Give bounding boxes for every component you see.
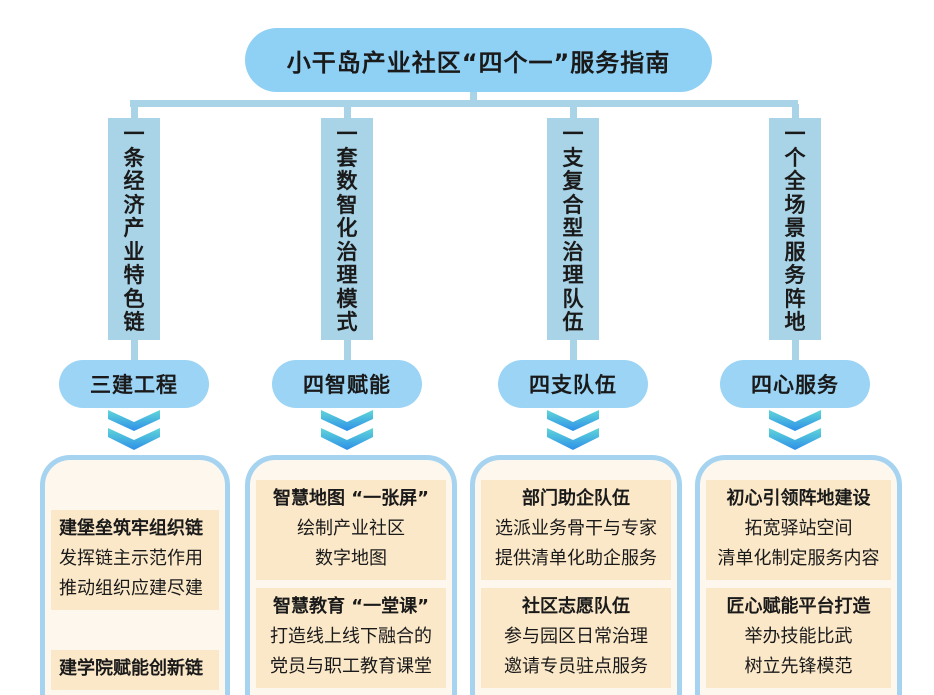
pillar-char: 套 xyxy=(336,145,358,170)
section-heading: 建堡垒筑牢组织链 xyxy=(59,518,203,539)
pillar-char: 智 xyxy=(336,192,358,217)
section-line: 提供清单化助企服务 xyxy=(495,548,657,569)
pillar-char: 景 xyxy=(784,216,806,241)
pillar-char: 一 xyxy=(784,122,806,147)
connector-drop xyxy=(131,104,138,120)
pillar-char: 特 xyxy=(123,263,145,288)
detail-card: 部门助企队伍选派业务骨干与专家提供清单化助企服务社区志愿队伍参与园区日常治理邀请… xyxy=(470,455,682,695)
category-pill: 四支队伍 xyxy=(498,360,648,408)
category-pill: 三建工程 xyxy=(59,360,209,408)
connector-pill xyxy=(570,340,577,362)
section-line: 树立先锋模范 xyxy=(744,656,853,677)
pillar-char: 地 xyxy=(784,310,806,335)
detail-section: 部门助企队伍选派业务骨干与专家提供清单化助企服务 xyxy=(481,480,671,580)
detail-section: 匠心赋能平台打造举办技能比武树立先锋模范 xyxy=(706,588,891,688)
pillar-char: 链 xyxy=(123,310,145,335)
detail-card: 初心引领阵地建设拓宽驿站空间清单化制定服务内容匠心赋能平台打造举办技能比武树立先… xyxy=(695,455,902,695)
pillar-char: 合 xyxy=(562,192,584,217)
section-heading: 匠心赋能平台打造 xyxy=(726,596,871,617)
pillar-label: 一支复合型治理队伍 xyxy=(547,118,599,340)
pillar-char: 济 xyxy=(123,192,145,217)
section-heading: 部门助企队伍 xyxy=(522,488,630,509)
pillar-char: 个 xyxy=(784,145,806,170)
detail-card: 建堡垒筑牢组织链发挥链主示范作用推动组织应建尽建建学院赋能创新链 xyxy=(40,455,230,695)
section-line: 清单化制定服务内容 xyxy=(717,548,880,569)
pillar-char: 产 xyxy=(123,216,145,241)
double-chevron-down-icon xyxy=(108,410,160,450)
section-line: 绘制产业社区 xyxy=(297,518,405,539)
section-line: 选派业务骨干与专家 xyxy=(495,518,657,539)
pillar-char: 队 xyxy=(562,286,584,311)
detail-section: 智慧教育 “一堂课” 打造线上线下融合的党员与职工教育课堂 xyxy=(256,588,446,688)
section-line: 拓宽驿站空间 xyxy=(744,518,853,539)
pillar-char: 经 xyxy=(123,169,145,194)
connector-trunk xyxy=(470,92,477,104)
section-line: 邀请专员驻点服务 xyxy=(504,656,648,677)
pillar-char: 理 xyxy=(336,263,358,288)
pillar-char: 一 xyxy=(562,122,584,147)
connector-pill xyxy=(792,340,799,362)
category-pill: 四智赋能 xyxy=(272,360,422,408)
pillar-char: 理 xyxy=(562,263,584,288)
connector-pill xyxy=(131,340,138,362)
section-heading: 建学院赋能创新链 xyxy=(59,658,203,679)
pillar-char: 色 xyxy=(123,286,145,311)
pillar-char: 化 xyxy=(336,216,358,241)
pillar-char: 务 xyxy=(784,263,806,288)
pillar-char: 复 xyxy=(562,169,584,194)
section-line: 推动组织应建尽建 xyxy=(59,578,203,599)
pillar-char: 伍 xyxy=(562,310,584,335)
section-line: 参与园区日常治理 xyxy=(504,626,648,647)
pillar-char: 式 xyxy=(336,310,358,335)
pillar-char: 一 xyxy=(123,122,145,147)
pillar-char: 全 xyxy=(784,169,806,194)
section-line: 打造线上线下融合的 xyxy=(270,626,432,647)
double-chevron-down-icon xyxy=(321,410,373,450)
detail-section: 智慧地图 “一张屏” 绘制产业社区数字地图 xyxy=(256,480,446,580)
section-heading: 社区志愿队伍 xyxy=(522,596,630,617)
pillar-char: 治 xyxy=(562,239,584,264)
section-heading: 智慧教育 “一堂课” xyxy=(273,596,429,617)
detail-card: 智慧地图 “一张屏” 绘制产业社区数字地图智慧教育 “一堂课” 打造线上线下融合的党… xyxy=(245,455,457,695)
pillar-char: 阵 xyxy=(784,286,806,311)
section-line: 发挥链主示范作用 xyxy=(59,548,203,569)
pillar-char: 业 xyxy=(123,239,145,264)
connector-horizontal xyxy=(130,100,798,107)
detail-section: 建堡垒筑牢组织链发挥链主示范作用推动组织应建尽建 xyxy=(51,510,219,610)
pillar-char: 条 xyxy=(123,145,145,170)
pillar-label: 一套数智化治理模式 xyxy=(321,118,373,340)
detail-section: 初心引领阵地建设拓宽驿站空间清单化制定服务内容 xyxy=(706,480,891,580)
pillar-label: 一条经济产业特色链 xyxy=(108,118,160,340)
pillar-char: 治 xyxy=(336,239,358,264)
pillar-char: 场 xyxy=(784,192,806,217)
pillar-char: 一 xyxy=(336,122,358,147)
double-chevron-down-icon xyxy=(769,410,821,450)
connector-drop xyxy=(792,104,799,120)
section-line: 举办技能比武 xyxy=(744,626,853,647)
pillar-char: 服 xyxy=(784,239,806,264)
detail-section: 建学院赋能创新链 xyxy=(51,650,219,690)
guide-title: 小干岛产业社区“四个一”服务指南 xyxy=(245,28,712,92)
section-heading: 初心引领阵地建设 xyxy=(726,488,871,509)
pillar-char: 数 xyxy=(336,169,358,194)
double-chevron-down-icon xyxy=(547,410,599,450)
connector-pill xyxy=(344,340,351,362)
connector-drop xyxy=(570,104,577,120)
pillar-char: 型 xyxy=(562,216,584,241)
connector-drop xyxy=(344,104,351,120)
pillar-char: 支 xyxy=(562,145,584,170)
section-line: 数字地图 xyxy=(315,548,387,569)
section-line: 党员与职工教育课堂 xyxy=(270,656,432,677)
pillar-char: 模 xyxy=(336,286,358,311)
pillar-label: 一个全场景服务阵地 xyxy=(769,118,821,340)
category-pill: 四心服务 xyxy=(720,360,870,408)
section-heading: 智慧地图 “一张屏” xyxy=(273,488,429,509)
detail-section: 社区志愿队伍参与园区日常治理邀请专员驻点服务 xyxy=(481,588,671,688)
